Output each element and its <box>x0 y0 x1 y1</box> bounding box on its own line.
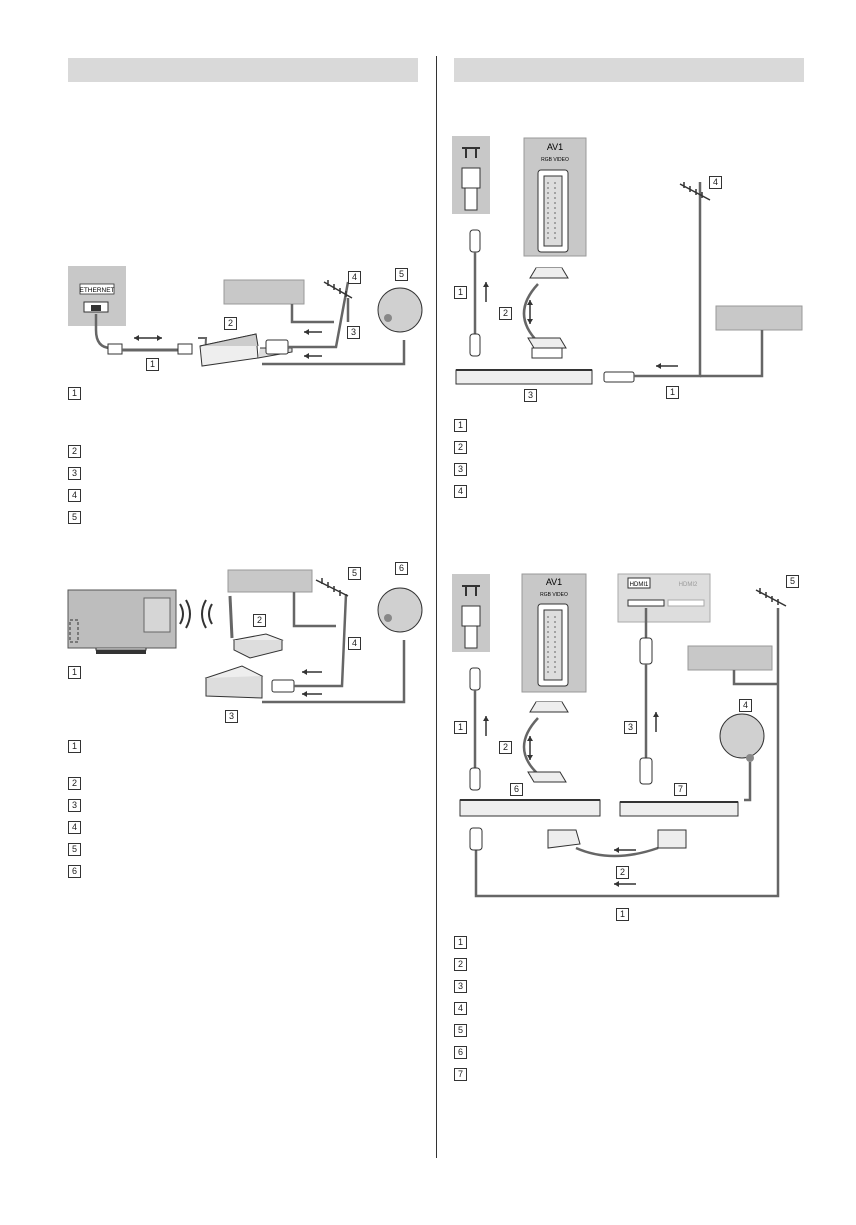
list-callout-3: 3 <box>68 467 81 480</box>
callout-4: 4 <box>348 271 361 284</box>
callout-2: 2 <box>224 317 237 330</box>
list-callout-2: 2 <box>454 958 467 971</box>
list-callout-3: 3 <box>454 980 467 993</box>
right-figure-2: AV1 RGB VIDEO HDMI1 HDMI2 <box>452 573 787 898</box>
callout-3: 3 <box>624 721 637 734</box>
list-callout-5: 5 <box>68 843 81 856</box>
callout-2: 2 <box>499 741 512 754</box>
list-callout-4: 4 <box>454 1002 467 1015</box>
list-callout-4: 4 <box>454 485 467 498</box>
callout-2: 2 <box>616 866 629 879</box>
callout-5: 5 <box>395 268 408 281</box>
callout-6: 6 <box>510 783 523 796</box>
callout-1: 1 <box>68 666 81 679</box>
list-callout-2: 2 <box>68 777 81 790</box>
list-callout-3: 3 <box>454 463 467 476</box>
callout-4: 4 <box>709 176 722 189</box>
av1-sublabel: RGB VIDEO <box>540 592 568 598</box>
list-callout-3: 3 <box>68 799 81 812</box>
callout-4: 4 <box>348 637 361 650</box>
list-callout-7: 7 <box>454 1068 467 1081</box>
list-callout-1: 1 <box>454 419 467 432</box>
callout-4: 4 <box>739 699 752 712</box>
left-figure-2 <box>67 569 423 704</box>
left-section-header <box>68 58 418 82</box>
callout-2: 2 <box>499 307 512 320</box>
callout-3: 3 <box>225 710 238 723</box>
callout-3: 3 <box>524 389 537 402</box>
callout-1: 1 <box>454 721 467 734</box>
callout-1: 1 <box>666 386 679 399</box>
av1-label: AV1 <box>547 142 563 152</box>
list-callout-1: 1 <box>68 387 81 400</box>
av1-sublabel: RGB VIDEO <box>541 157 569 163</box>
list-callout-6: 6 <box>454 1046 467 1059</box>
av1-label: AV1 <box>546 577 562 587</box>
list-callout-5: 5 <box>454 1024 467 1037</box>
hdmi2-label: HDMI2 <box>679 582 698 588</box>
callout-3: 3 <box>347 326 360 339</box>
left-figure-1: ETHERNET <box>68 266 423 367</box>
callout-2: 2 <box>253 614 266 627</box>
callout-5: 5 <box>348 567 361 580</box>
list-callout-5: 5 <box>68 511 81 524</box>
list-callout-4: 4 <box>68 489 81 502</box>
list-callout-6: 6 <box>68 865 81 878</box>
right-section-header <box>454 58 804 82</box>
callout-1: 1 <box>146 358 159 371</box>
callout-6: 6 <box>395 562 408 575</box>
list-callout-1: 1 <box>68 740 81 753</box>
callout-5: 5 <box>786 575 799 588</box>
ethernet-label: ETHERNET <box>79 287 114 294</box>
column-divider <box>436 56 437 1158</box>
hdmi1-label: HDMI1 <box>630 582 649 588</box>
list-callout-1: 1 <box>454 936 467 949</box>
list-callout-2: 2 <box>68 445 81 458</box>
callout-1: 1 <box>616 908 629 921</box>
right-figure-1: AV1 RGB VIDEO <box>452 136 803 385</box>
list-callout-2: 2 <box>454 441 467 454</box>
callout-7: 7 <box>674 783 687 796</box>
list-callout-4: 4 <box>68 821 81 834</box>
callout-1: 1 <box>454 286 467 299</box>
